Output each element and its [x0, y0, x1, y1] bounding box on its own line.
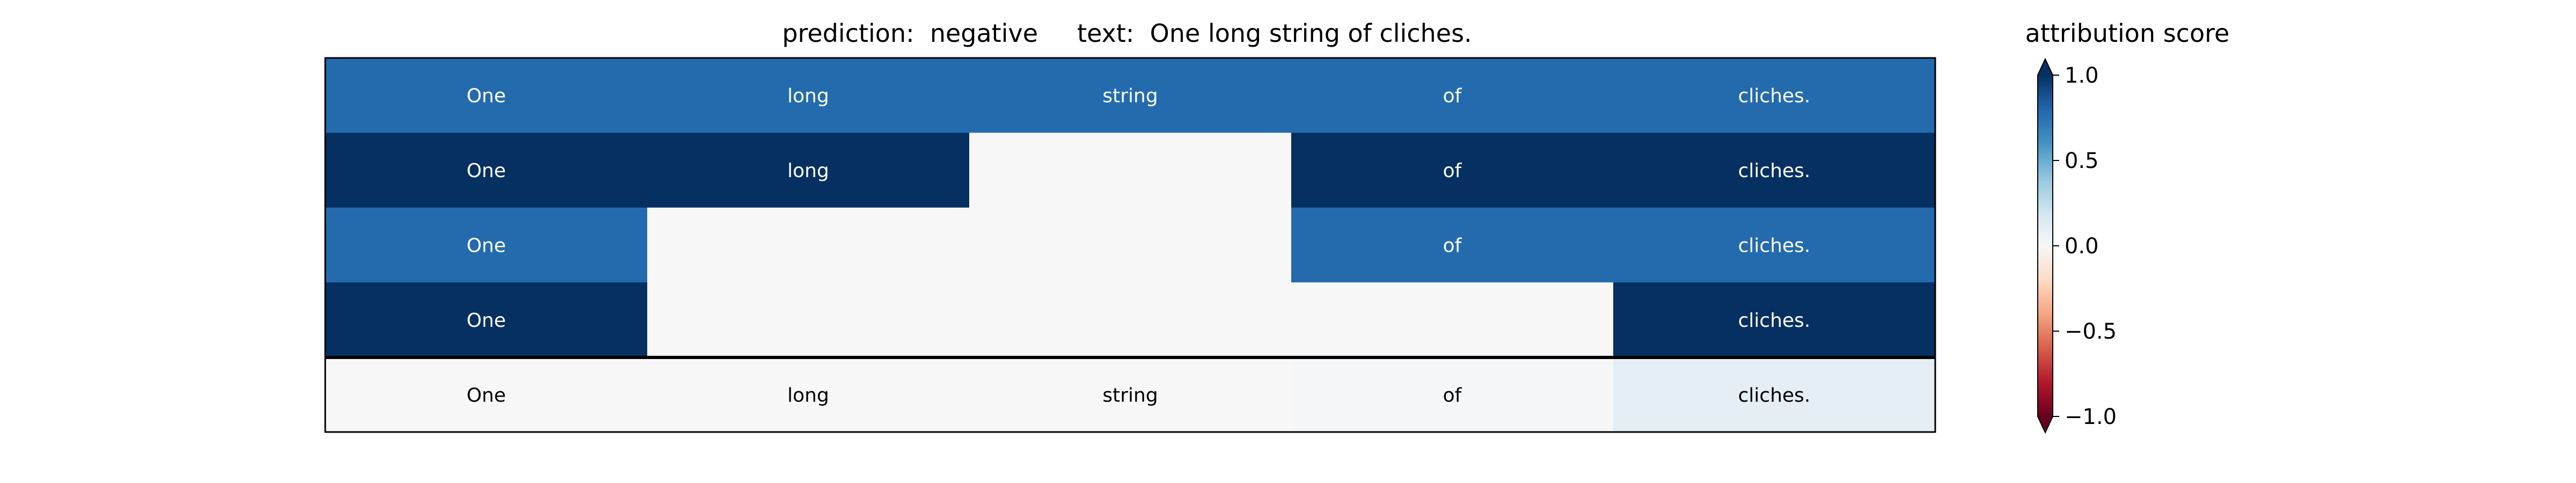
- heatmap-cell: [969, 58, 1292, 133]
- heatmap-cell: [647, 207, 970, 283]
- cell-label: string: [1102, 85, 1158, 107]
- heatmap-cell: [647, 133, 970, 208]
- heatmap-cell: [1613, 357, 1936, 433]
- heatmap-cell: [325, 282, 648, 358]
- heatmap-cell: [647, 282, 970, 358]
- heatmap-cell: [1291, 357, 1614, 433]
- heatmap-frame: [324, 57, 1936, 433]
- cell-label: string: [1102, 384, 1158, 406]
- cell-label: of: [1443, 235, 1462, 257]
- heatmap-cell: [1291, 207, 1614, 283]
- colorbar-tick-label: 1.0: [2065, 63, 2099, 88]
- cell-label: of: [1443, 384, 1462, 406]
- heatmap-labels: One long string of cliches. One long of cliches.…: [466, 85, 1810, 407]
- heatmap-cell: [325, 357, 648, 433]
- heatmap-cell: [1291, 282, 1614, 358]
- colorbar-tick-label: −0.5: [2065, 319, 2117, 344]
- colorbar-extend-top: [2038, 59, 2053, 75]
- cell-label: One: [466, 85, 506, 107]
- cell-label: long: [787, 160, 829, 182]
- heatmap-cell: [325, 133, 648, 208]
- heatmap-cells: [325, 58, 1936, 433]
- cell-label: One: [466, 160, 506, 182]
- cell-label: cliches.: [1738, 85, 1811, 107]
- heatmap-cell: [969, 282, 1292, 358]
- heatmap-cell: [647, 357, 970, 433]
- cell-label: of: [1443, 160, 1462, 182]
- cell-label: cliches.: [1738, 235, 1811, 257]
- heatmap-cell: [969, 357, 1292, 433]
- cell-label: long: [787, 85, 829, 107]
- cell-label: One: [466, 235, 506, 257]
- cell-label: cliches.: [1738, 384, 1811, 406]
- heatmap-cell: [1613, 207, 1936, 283]
- heatmap-cell: [1613, 133, 1936, 208]
- cell-label: One: [466, 384, 506, 406]
- cell-label: long: [787, 384, 829, 406]
- colorbar-tick-label: 0.0: [2065, 234, 2099, 259]
- chart-title: prediction: negative text: One long stri…: [782, 19, 1472, 48]
- heatmap-cell: [325, 207, 648, 283]
- heatmap-cell: [325, 58, 648, 133]
- heatmap-cell: [1613, 58, 1936, 133]
- heatmap-cell: [647, 58, 970, 133]
- heatmap-cell: [969, 207, 1292, 283]
- heatmap-cell: [969, 133, 1292, 208]
- colorbar: 1.0 0.5 0.0 −0.5 −1.0: [2037, 57, 2117, 434]
- heatmap-cell: [1291, 58, 1614, 133]
- colorbar-title: attribution score: [2025, 19, 2230, 48]
- colorbar-tick-label: 0.5: [2065, 149, 2099, 173]
- heatmap-cell: [1291, 133, 1614, 208]
- cell-label: cliches.: [1738, 160, 1811, 182]
- colorbar-tick-label: −1.0: [2065, 405, 2117, 429]
- cell-label: cliches.: [1738, 310, 1811, 332]
- colorbar-gradient: [2038, 75, 2053, 416]
- colorbar-ticks: 1.0 0.5 0.0 −0.5 −1.0: [2053, 63, 2117, 429]
- cell-label: One: [466, 310, 506, 332]
- heatmap-cell: [1613, 282, 1936, 358]
- colorbar-extend-bottom: [2038, 416, 2053, 433]
- cell-label: of: [1443, 85, 1462, 107]
